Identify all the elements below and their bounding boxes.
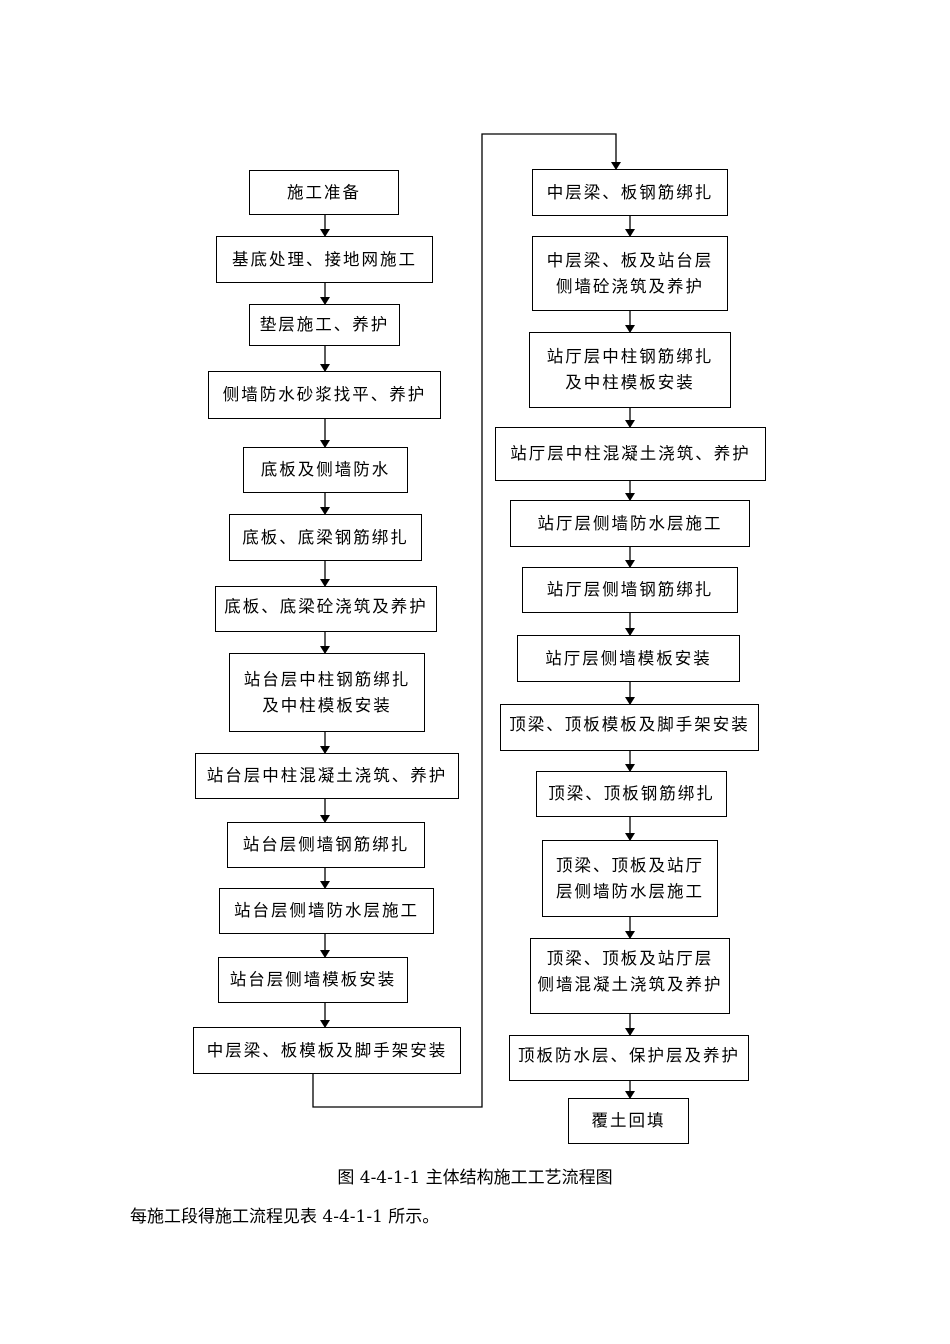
left-step-box: 垫层施工、养护 (249, 304, 400, 346)
right-step-box: 顶梁、顶板及站厅层 侧墙混凝土浇筑及养护 (530, 938, 730, 1014)
left-step-box: 中层梁、板模板及脚手架安装 (193, 1027, 461, 1074)
left-step-box: 施工准备 (249, 170, 399, 215)
left-step-box: 底板、底梁砼浇筑及养护 (215, 586, 437, 632)
body-text: 每施工段得施工流程见表 4-4-1-1 所示。 (130, 1207, 440, 1227)
left-step-box: 底板、底梁钢筋绑扎 (229, 514, 422, 561)
right-step-box: 站厅层侧墙钢筋绑扎 (522, 567, 738, 613)
right-step-box: 顶梁、顶板模板及脚手架安装 (500, 704, 759, 751)
column-link-arrow (312, 133, 621, 1108)
right-step-box: 顶梁、顶板及站厅 层侧墙防水层施工 (542, 840, 718, 917)
right-step-box: 站厅层侧墙模板安装 (517, 635, 740, 682)
left-step-box: 站台层侧墙模板安装 (218, 957, 408, 1003)
right-step-box: 顶板防水层、保护层及养护 (509, 1035, 749, 1081)
right-step-box: 覆土回填 (568, 1098, 689, 1144)
figure-caption: 图 4-4-1-1 主体结构施工工艺流程图 (337, 1168, 613, 1188)
right-step-box: 中层梁、板钢筋绑扎 (532, 169, 728, 216)
left-step-box: 站台层中柱钢筋绑扎 及中柱模板安装 (229, 653, 425, 732)
left-step-box: 站台层侧墙钢筋绑扎 (227, 822, 425, 868)
right-step-box: 站厅层侧墙防水层施工 (510, 500, 750, 547)
left-step-box: 站台层侧墙防水层施工 (219, 888, 434, 934)
left-step-box: 基底处理、接地网施工 (216, 236, 433, 283)
right-step-box: 站厅层中柱混凝土浇筑、养护 (495, 427, 766, 481)
right-step-box: 站厅层中柱钢筋绑扎 及中柱模板安装 (529, 332, 731, 408)
right-step-box: 顶梁、顶板钢筋绑扎 (536, 771, 727, 817)
left-step-box: 底板及侧墙防水 (243, 447, 408, 493)
left-step-box: 站台层中柱混凝土浇筑、养护 (195, 753, 459, 799)
right-step-box: 中层梁、板及站台层 侧墙砼浇筑及养护 (532, 236, 728, 311)
left-step-box: 侧墙防水砂浆找平、养护 (208, 371, 441, 419)
